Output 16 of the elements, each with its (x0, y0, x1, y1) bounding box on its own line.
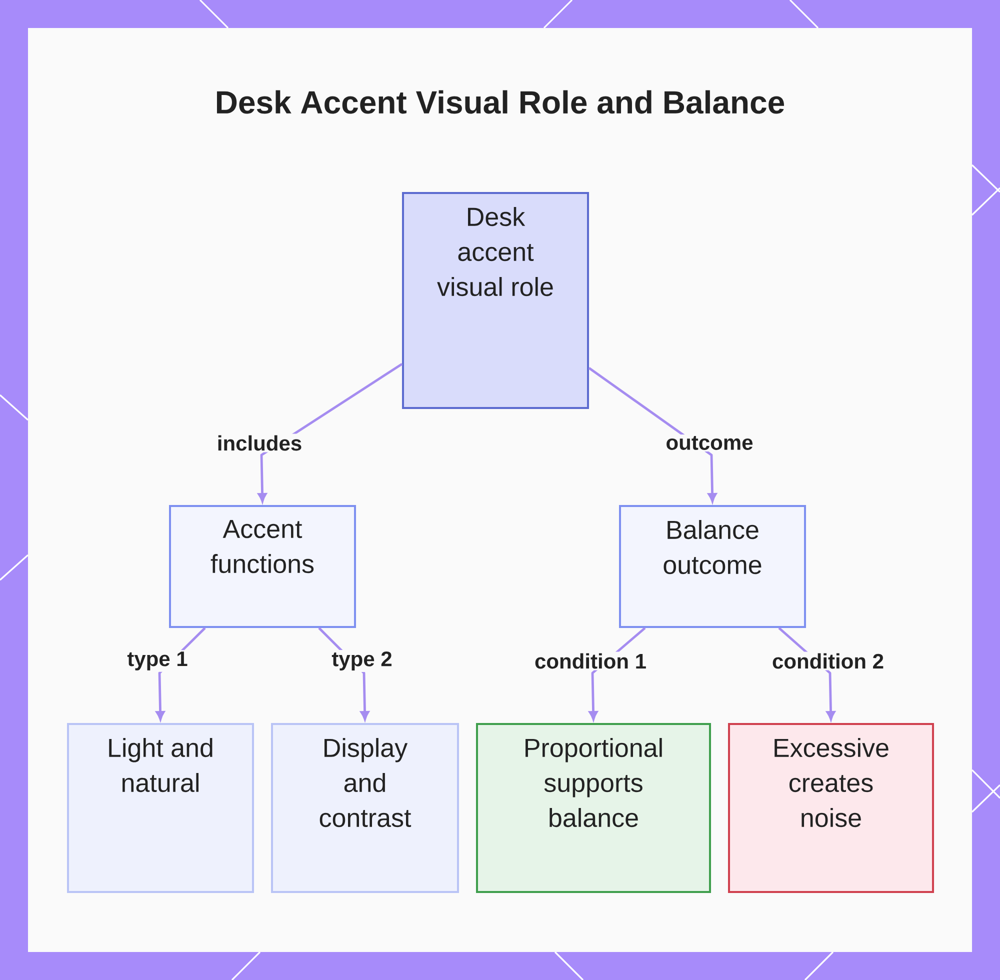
edge-label: type 2 (330, 650, 394, 672)
branch-box: Balance outcome (619, 505, 806, 628)
leaf-box: Display and contrast (271, 723, 459, 893)
outcome-box: Excessive creates noise (728, 723, 934, 893)
arrow (258, 362, 403, 502)
edge-label: type 1 (126, 650, 190, 672)
edge-label: outcome (664, 434, 755, 452)
title: Desk Accent Visual Role and Balance (216, 90, 784, 114)
edge-label: condition 2 (770, 652, 886, 670)
root-box: Desk accent visual role (402, 192, 589, 409)
branch-box: Accent functions (169, 505, 356, 628)
edge-label: includes (215, 434, 304, 452)
leaf-box: Light and natural (67, 723, 254, 893)
outcome-box: Proportional supports balance (476, 723, 711, 893)
edge-label: condition 1 (533, 652, 648, 670)
arrow (588, 367, 717, 502)
